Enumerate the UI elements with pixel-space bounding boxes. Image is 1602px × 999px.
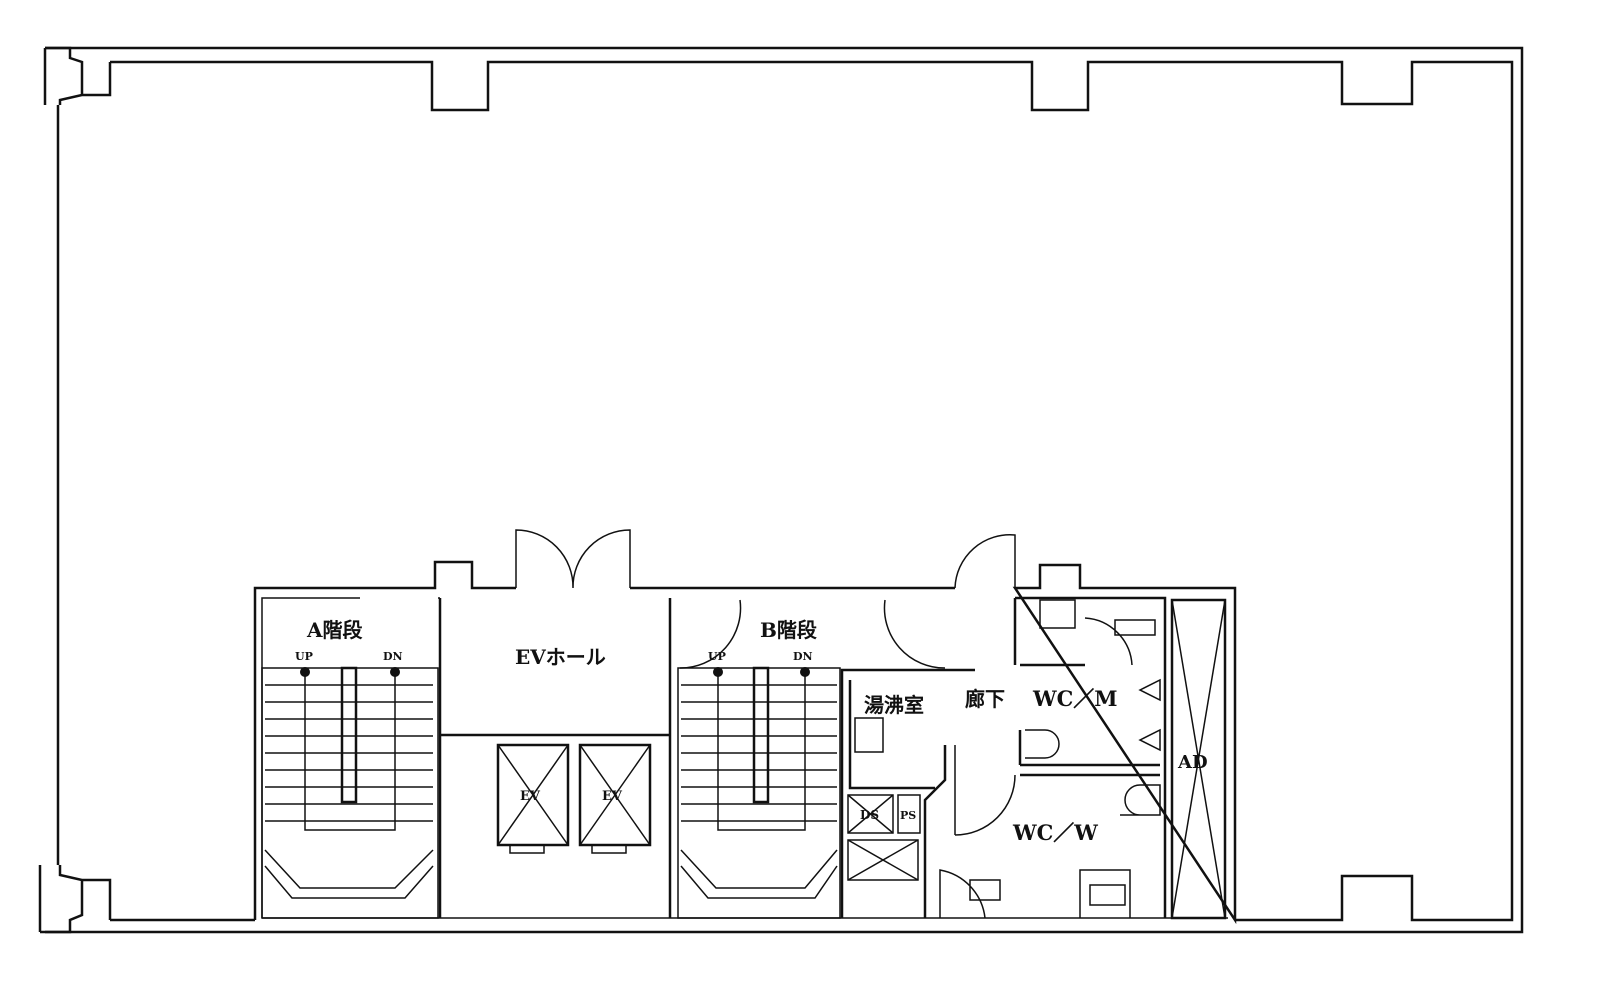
pipe-space-label: PS: [900, 809, 916, 822]
wc-women-label: WC／W: [1012, 820, 1098, 845]
stair-b-label: B階段: [760, 618, 817, 642]
corridor-label: 廊下: [965, 687, 1005, 711]
stair-b-treads: [679, 599, 946, 899]
wc-men-label: WC／M: [1032, 686, 1118, 711]
ev-hall-label: EVホール: [515, 645, 606, 669]
stair-a-label: A階段: [306, 618, 363, 642]
kitchenette-label: 湯沸室: [864, 693, 924, 717]
stair-a-dn-label: DN: [383, 650, 403, 663]
stair-b-dn-label: DN: [793, 650, 813, 663]
elevator-shafts: [496, 743, 652, 854]
core-walls: [253, 529, 1237, 925]
elevator-1-label: EV: [520, 789, 541, 804]
stair-b-up-label: UP: [708, 650, 726, 663]
stair-a-up-label: UP: [295, 650, 313, 663]
air-duct-label: AD: [1177, 752, 1208, 773]
elevator-2-label: EV: [602, 789, 623, 804]
exterior-wall: [38, 46, 1524, 934]
stair-a-treads: [264, 666, 434, 899]
duct-space-label: DS: [860, 808, 879, 822]
